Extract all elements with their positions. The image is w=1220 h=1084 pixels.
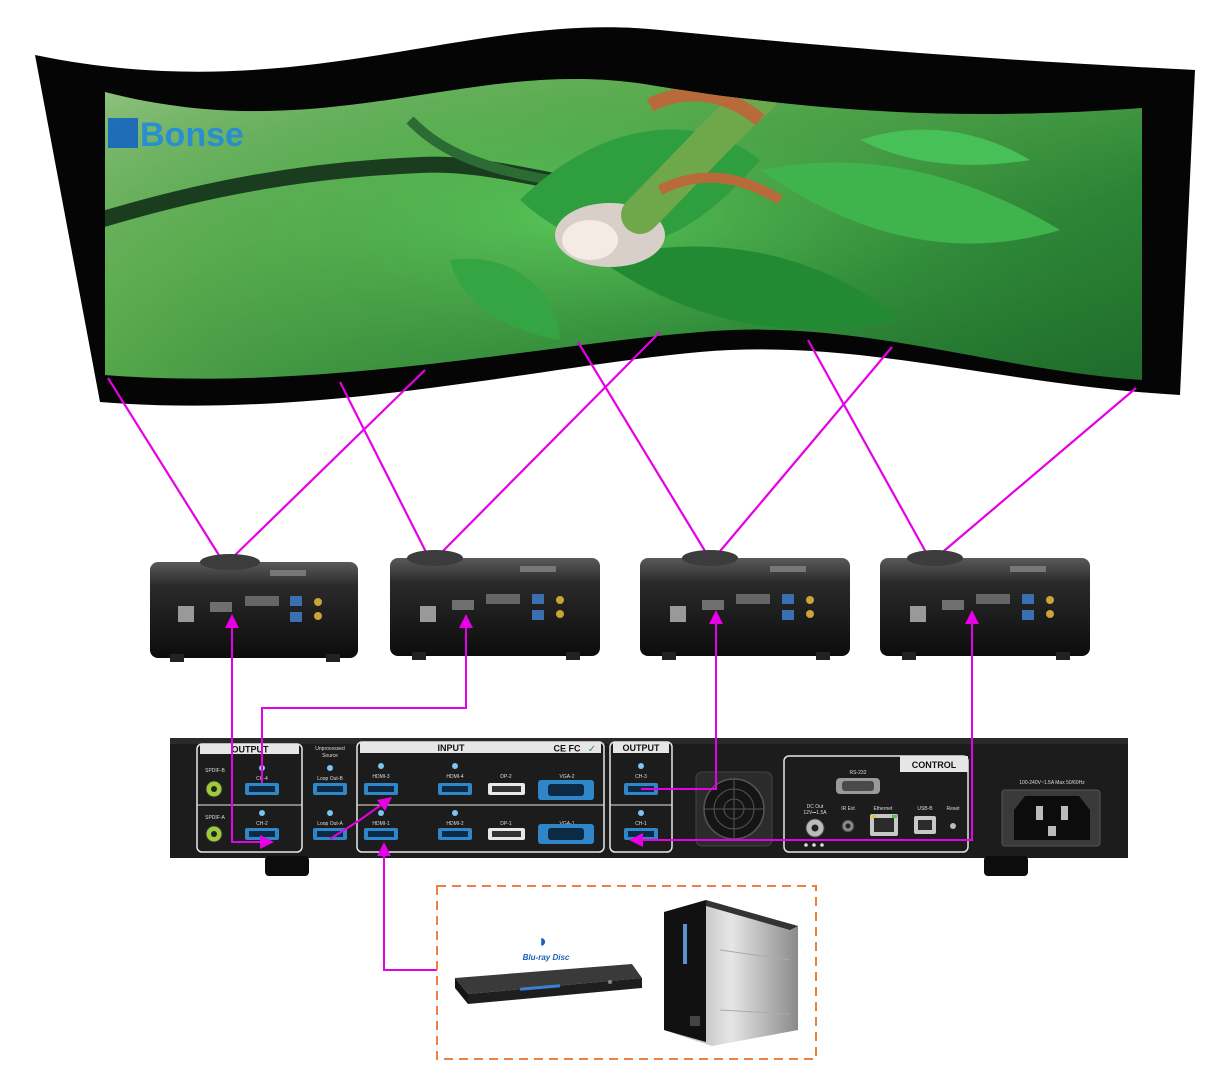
cooling-fan [696, 772, 772, 846]
ch2-label: CH-2 [256, 821, 268, 827]
ch3-label: CH-3 [635, 774, 647, 780]
check-mark-icon: ✓ [588, 744, 596, 755]
external-hard-drive [664, 900, 798, 1046]
dp2-label: DP-2 [500, 774, 512, 780]
spdif-b-label: SPDIF-B [205, 768, 225, 774]
beam-p4-left [808, 340, 928, 556]
usb-b-label: USB-B [917, 806, 933, 812]
unprocessed-header-2: Source [322, 753, 338, 759]
ch1-label: CH-1 [635, 821, 647, 827]
ethernet-label: Ethernet [874, 806, 894, 812]
rs232-label: RS-232 [850, 770, 867, 776]
spdif-a-label: SPDIF-A [205, 815, 225, 821]
dp1-label: DP-1 [500, 821, 512, 827]
loop-a-label: Loop Out-A [317, 821, 343, 827]
vga2-label: VGA-2 [559, 774, 574, 780]
input-header: INPUT [438, 743, 466, 753]
projector-2 [390, 550, 600, 660]
bluray-logo: Blu-ray Disc [523, 953, 570, 962]
hdmi2-label: HDMI-2 [446, 821, 463, 827]
screen-logo: Bonse [140, 116, 244, 154]
bluray-disc-icon: ◗ [538, 931, 549, 951]
source-devices: ◗ Blu-ray Disc [437, 886, 816, 1059]
power-spec-label: 100-240V~1.5A Max 50/60Hz [1019, 780, 1085, 786]
reset-button [950, 823, 956, 829]
output-left-header: OUTPUT [232, 745, 270, 755]
beam-p3-right [716, 347, 892, 556]
projector-1 [150, 554, 358, 662]
dc-out-label-2: 12V⎓1.5A [803, 810, 827, 816]
hdmi4-label: HDMI-4 [446, 774, 463, 780]
hdmi1-label: HDMI-1 [372, 821, 389, 827]
bluray-player: ◗ Blu-ray Disc [455, 931, 642, 1004]
beam-p4-right [938, 388, 1136, 556]
hdmi3-label: HDMI-3 [372, 774, 389, 780]
projector-4 [880, 550, 1090, 660]
loop-b-label: Loop Out-B [317, 776, 343, 782]
beam-p2-left [340, 382, 428, 556]
projector-row [150, 550, 1090, 662]
control-header: CONTROL [912, 760, 957, 770]
beam-p3-left [578, 342, 708, 556]
output-right-header: OUTPUT [623, 743, 661, 753]
cable-source-to-hdmi1 [384, 851, 437, 970]
ir-ext-label: IR Ext [841, 806, 855, 812]
video-processor: OUTPUT SPDIF-B SPDIF-A CH-4 CH-2 Unproce… [170, 738, 1128, 876]
unprocessed-header-1: Unprocessed [315, 746, 345, 752]
reset-label: Reset [946, 806, 960, 812]
projector-3 [640, 550, 850, 660]
certification-marks: CE FC [554, 744, 582, 754]
curved-screen: Bonse [35, 27, 1195, 405]
power-inlet: 100-240V~1.5A Max 50/60Hz [1002, 780, 1100, 846]
